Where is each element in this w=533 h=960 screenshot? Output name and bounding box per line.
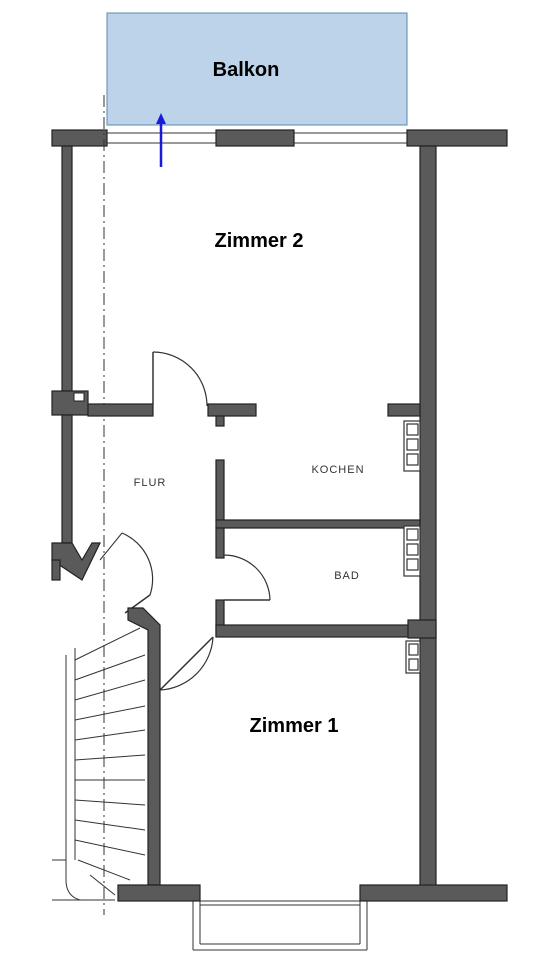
bath-door-icon bbox=[223, 554, 271, 601]
balcony-area bbox=[106, 12, 408, 126]
flur-label: FLUR bbox=[134, 477, 167, 489]
left-wall bbox=[51, 145, 101, 581]
entry-door-icon bbox=[99, 532, 154, 614]
zimmer2-door-icon bbox=[152, 351, 208, 407]
bath-fixture-icon bbox=[403, 525, 421, 577]
zimmer1-door-icon bbox=[159, 636, 214, 691]
kitchen-stove-icon bbox=[403, 420, 421, 472]
balcony-label: Balkon bbox=[213, 59, 280, 81]
zimmer1-heater-icon bbox=[405, 640, 421, 674]
kitchen-label: KOCHEN bbox=[311, 464, 364, 476]
top-wall bbox=[51, 129, 508, 147]
right-wall bbox=[419, 145, 437, 901]
flur-kitchen-wall bbox=[215, 415, 437, 639]
zimmer1-label: Zimmer 1 bbox=[250, 715, 339, 737]
interior-wall-upper bbox=[87, 403, 421, 417]
balcony-door-arrow-icon bbox=[156, 113, 166, 167]
zimmer2-label: Zimmer 2 bbox=[215, 230, 304, 252]
stairwell-wall bbox=[117, 607, 201, 902]
bottom-wall bbox=[192, 884, 508, 951]
staircase bbox=[52, 627, 146, 901]
bath-label: BAD bbox=[334, 570, 360, 582]
